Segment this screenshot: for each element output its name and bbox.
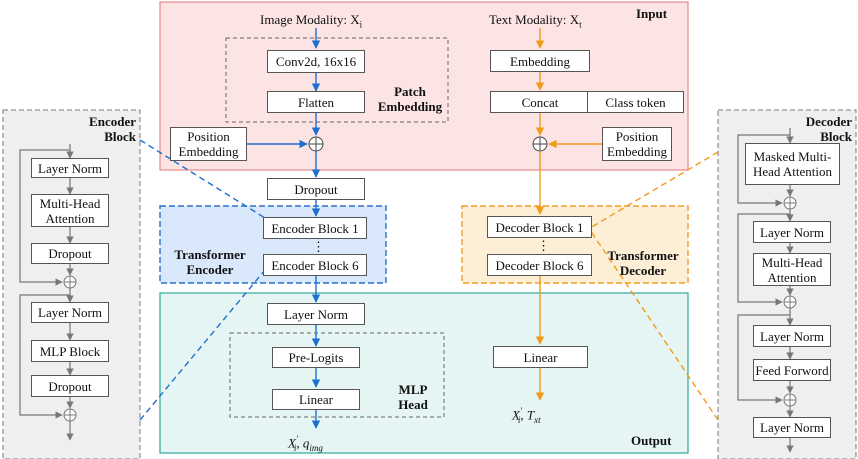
encoder-dots: ⋮ [312, 239, 325, 254]
decoder-feed-forward: Feed Forword [753, 359, 831, 381]
encoder-block-6-box: Encoder Block 6 [263, 254, 367, 276]
decoder-layer-norm-1: Layer Norm [753, 221, 831, 243]
text-embedding-box: Embedding [490, 50, 590, 72]
decoder-masked-attention-box: Masked Multi-Head Attention [745, 143, 840, 185]
conv2d-box: Conv2d, 16x16 [267, 50, 365, 73]
encoder-layer-norm-2: Layer Norm [31, 302, 109, 323]
class-token-box: Class token [587, 91, 684, 113]
image-modality-label: Image Modality: Xi [260, 12, 363, 30]
flatten-box: Flatten [267, 91, 365, 113]
mlp-head-region [229, 332, 445, 418]
encoder-mlp-block: MLP Block [31, 340, 109, 362]
encoder-dropout-1: Dropout [31, 243, 109, 264]
decoder-layer-norm-2: Layer Norm [753, 325, 831, 347]
text-modality-label: Text Modality: Xt [489, 12, 582, 30]
decoder-layer-norm-3: Layer Norm [753, 417, 831, 438]
output-title: Output [631, 433, 672, 448]
input-panel [159, 1, 689, 171]
decoder-block-1-box: Decoder Block 1 [487, 216, 592, 238]
text-output-label: X'i, Txt [512, 406, 541, 425]
encoder-dropout-2: Dropout [31, 375, 109, 397]
pre-logits-box: Pre-Logits [272, 347, 360, 368]
decoder-dots: ⋮ [537, 238, 550, 253]
decoder-linear-box: Linear [493, 346, 588, 368]
decoder-block-6-box: Decoder Block 6 [487, 254, 592, 276]
encoder-block-1-box: Encoder Block 1 [263, 217, 367, 239]
mlp-linear-box: Linear [272, 389, 360, 410]
dropout-box: Dropout [267, 178, 365, 200]
encoder-layer-norm-1: Layer Norm [31, 158, 109, 178]
input-title: Input [636, 6, 668, 21]
concat-box: Concat [490, 91, 590, 113]
image-output-label: X'i, qimg [288, 434, 323, 453]
output-panel [159, 292, 689, 454]
output-layer-norm-box: Layer Norm [267, 303, 365, 325]
patch-embedding-region [225, 37, 449, 123]
